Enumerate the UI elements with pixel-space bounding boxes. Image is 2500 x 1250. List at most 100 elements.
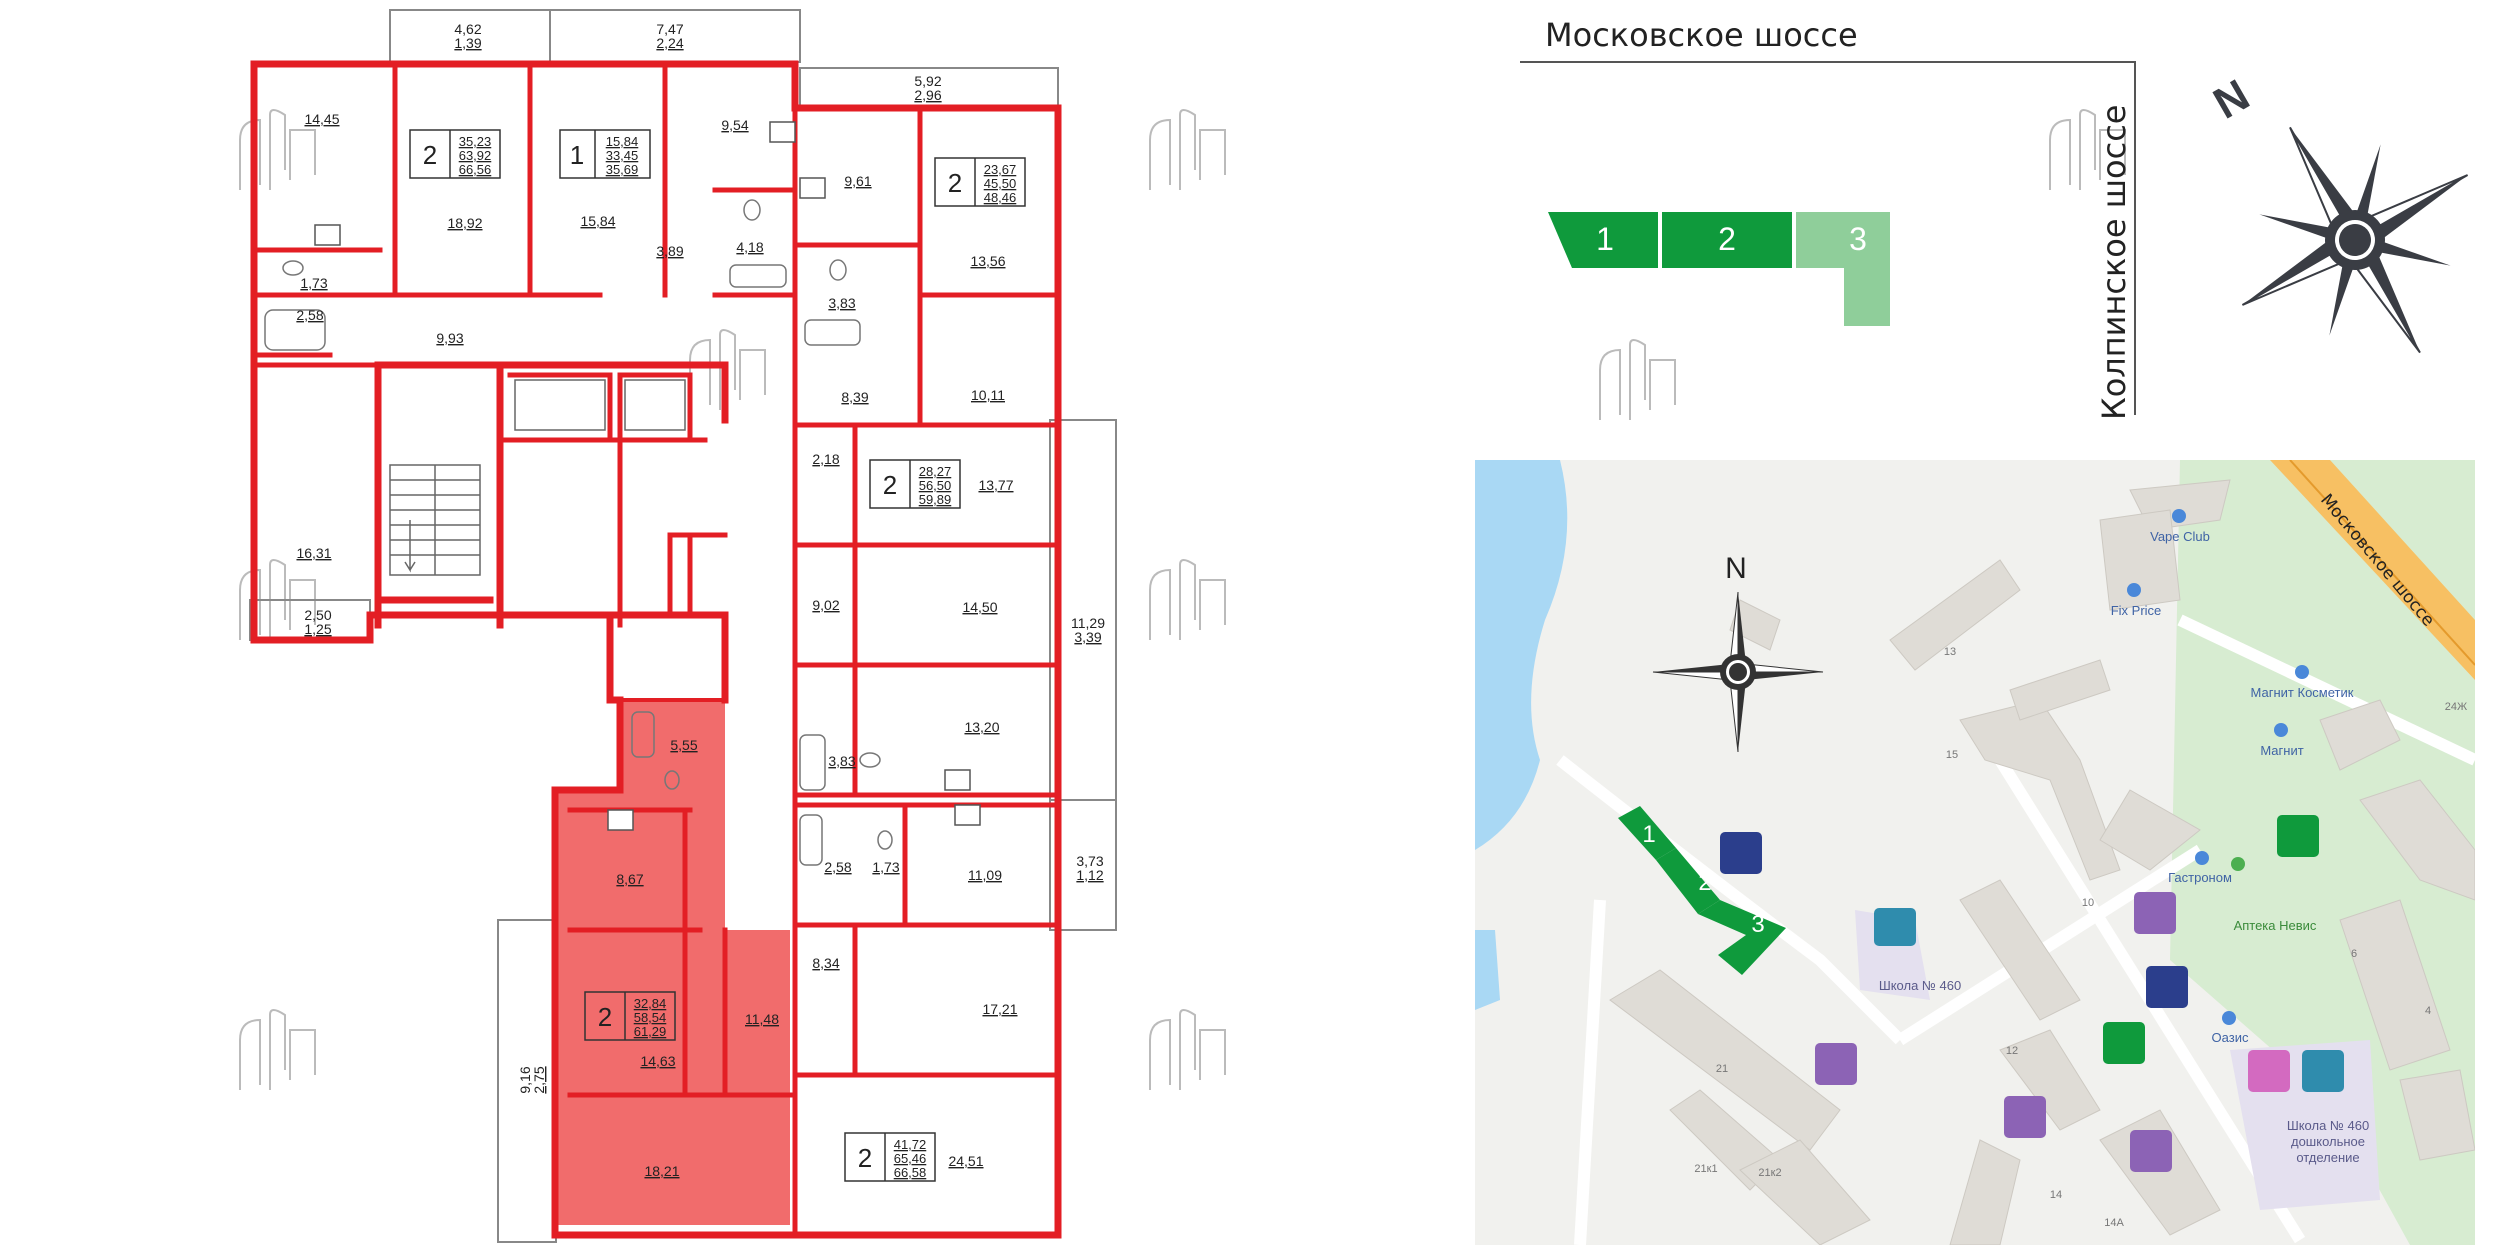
floor-plan: 4,62 1,39 7,47 2,24 5,92 2,96 11,29 3,39… xyxy=(249,9,1117,1243)
room-labels: 14,45 18,92 15,84 9,54 3,89 4,18 1,73 2,… xyxy=(296,111,1017,1179)
poi-labels: Vape Club Fix Price Магнит Косметик Магн… xyxy=(1879,529,2369,1165)
balcony-area: 9,16 xyxy=(517,1066,533,1093)
playground-icon xyxy=(2004,1096,2046,1138)
room-area: 9,61 xyxy=(844,173,871,189)
map-section-number: 1 xyxy=(1642,821,1655,848)
apartment-total-area: 65,46 xyxy=(894,1151,927,1166)
map-section-number: 3 xyxy=(1751,911,1764,938)
room-area: 10,11 xyxy=(971,387,1005,403)
playground-icon xyxy=(2134,892,2176,934)
poi-icons xyxy=(1720,509,2344,1172)
apartment-total-area: 45,50 xyxy=(984,176,1017,191)
balcony-coef: 1,39 xyxy=(454,35,481,51)
room-area: 13,77 xyxy=(978,477,1013,493)
street-label-side: Колпинское шоссе xyxy=(2095,105,2133,420)
apartment-info-boxes xyxy=(409,129,1026,1182)
shop-pin-icon xyxy=(2195,851,2209,865)
poi-label: Школа № 460 xyxy=(1879,978,1961,993)
room-area: 8,39 xyxy=(841,389,868,405)
poi-label: Оазис xyxy=(2212,1030,2249,1045)
compass-north-label: N xyxy=(2206,70,2258,128)
apartment-total-area: 56,50 xyxy=(919,478,952,493)
shop-pin-icon xyxy=(2222,1011,2236,1025)
house-number: 14А xyxy=(2104,1217,2124,1229)
room-area: 14,50 xyxy=(962,599,997,615)
staircase xyxy=(389,464,481,576)
poi-label: Vape Club xyxy=(2150,529,2210,544)
poi-label: Магнит xyxy=(2260,743,2303,758)
section-number: 2 xyxy=(1718,221,1736,257)
room-area: 5,55 xyxy=(670,737,697,753)
shop-pin-icon xyxy=(2172,509,2186,523)
kindergarten-icon xyxy=(2248,1050,2290,1092)
section-blocks: 1 2 3 xyxy=(1548,212,1890,326)
balcony-area: 7,47 xyxy=(656,21,683,37)
section-number: 1 xyxy=(1596,221,1614,257)
house-numbers: 13 15 10 12 6 4 21 21к1 21к2 14 14А 24Ж xyxy=(1694,646,2467,1229)
apartment-living-area: 15,84 xyxy=(606,134,639,149)
room-area: 8,34 xyxy=(812,955,839,971)
apartment-full-area: 35,69 xyxy=(606,162,639,177)
room-area: 9,93 xyxy=(436,330,463,346)
house-number: 6 xyxy=(2351,948,2357,960)
house-number: 21к1 xyxy=(1694,1163,1717,1175)
room-count: 2 xyxy=(883,470,897,500)
shop-pin-icon xyxy=(2127,583,2141,597)
balcony-area: 11,29 xyxy=(1071,615,1105,631)
stove-icons xyxy=(314,121,981,831)
room-area: 3,83 xyxy=(828,295,855,311)
room-area: 15,84 xyxy=(580,213,615,229)
map-north-label: N xyxy=(1725,552,1747,585)
picnic-icon xyxy=(2103,1022,2145,1064)
poi-label: Аптека Невис xyxy=(2234,918,2317,933)
apartment-total-area: 63,92 xyxy=(459,148,492,163)
shop-pin-icon xyxy=(2274,723,2288,737)
school-book-icon xyxy=(1874,908,1916,946)
school-book-icon xyxy=(2302,1050,2344,1092)
basketball-icon xyxy=(2146,966,2188,1008)
room-area: 3,89 xyxy=(656,243,683,259)
house-number: 13 xyxy=(1944,646,1956,658)
poi-label: дошкольное xyxy=(2291,1134,2365,1149)
apartment-living-area: 23,67 xyxy=(984,162,1017,177)
bathroom-fixtures xyxy=(264,199,893,866)
section-scheme: Московское шоссе Колпинское шоссе 1 2 3 xyxy=(1520,16,2469,420)
compass-rose-icon xyxy=(2241,126,2469,354)
house-number: 24Ж xyxy=(2445,701,2467,713)
room-area: 13,56 xyxy=(970,253,1005,269)
house-number: 15 xyxy=(1946,749,1958,761)
balcony-coef: 3,39 xyxy=(1074,629,1101,645)
balcony-area: 4,62 xyxy=(454,21,481,37)
room-count: 1 xyxy=(570,140,584,170)
room-area: 14,63 xyxy=(640,1053,675,1069)
house-number: 21 xyxy=(1716,1063,1728,1075)
house-number: 10 xyxy=(2082,897,2094,909)
balcony-area: 3,73 xyxy=(1076,853,1103,869)
selected-apartment-fill[interactable] xyxy=(555,700,790,1225)
room-area: 2,58 xyxy=(296,307,323,323)
poi-label: отделение xyxy=(2296,1150,2359,1165)
room-area: 13,20 xyxy=(964,719,999,735)
house-number: 14 xyxy=(2050,1189,2062,1201)
house-number: 21к2 xyxy=(1758,1167,1781,1179)
room-area: 17,21 xyxy=(982,1001,1017,1017)
apartment-full-area: 48,46 xyxy=(984,190,1017,205)
map-complex: 1 2 3 xyxy=(1618,806,1786,975)
apartment-total-area: 58,54 xyxy=(634,1010,667,1025)
room-count: 2 xyxy=(948,168,962,198)
apartment-total-area: 33,45 xyxy=(606,148,639,163)
apartment-living-area: 32,84 xyxy=(634,996,667,1011)
poi-label: Гастроном xyxy=(2168,870,2232,885)
balcony-coef: 2,96 xyxy=(914,87,941,103)
room-area: 18,92 xyxy=(447,215,482,231)
room-area: 16,31 xyxy=(296,545,331,561)
balcony-coef: 1,12 xyxy=(1076,867,1103,883)
room-count: 2 xyxy=(598,1002,612,1032)
house-number: 12 xyxy=(2006,1045,2018,1057)
map-section-number: 2 xyxy=(1698,869,1711,896)
room-area: 11,48 xyxy=(745,1011,779,1027)
balcony-coef: 2,75 xyxy=(531,1066,547,1093)
room-area: 9,54 xyxy=(721,117,748,133)
poi-label: Школа № 460 xyxy=(2287,1118,2369,1133)
house-number: 4 xyxy=(2425,1005,2431,1017)
